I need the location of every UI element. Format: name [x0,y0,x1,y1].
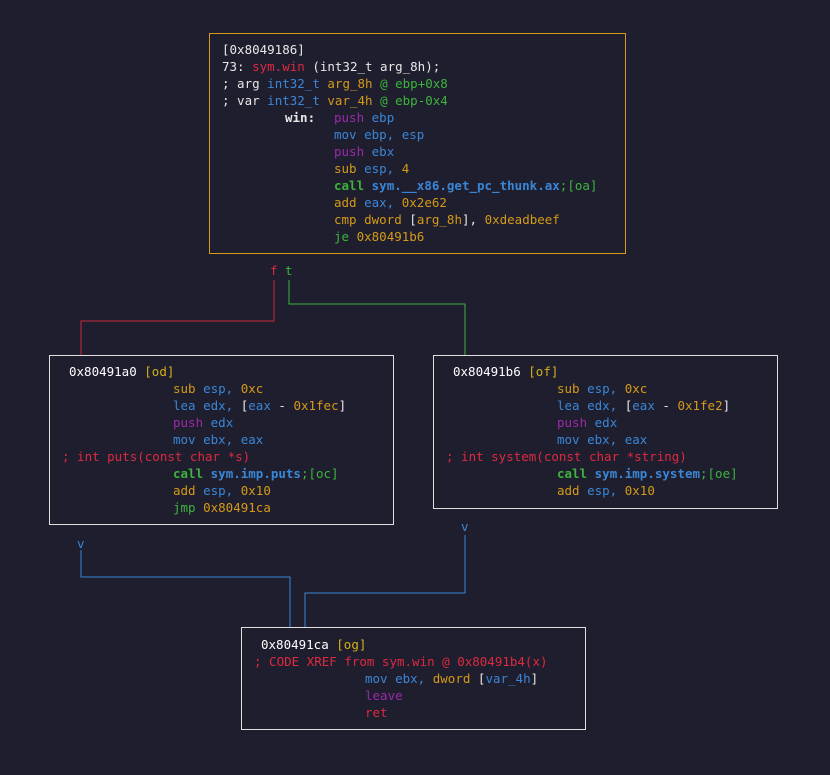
false-edge [80,280,275,356]
block-header: 0x80491b6 [of] [453,364,559,379]
instruction: lea edx, [eax - 0x1fe2] [557,398,731,413]
instruction: mov ebx, eax [557,432,648,447]
block-og[interactable]: 0x80491ca [og] ; CODE XREF from sym.win … [241,627,586,730]
function-label: win: [285,110,316,125]
instruction: mov ebx, eax [173,432,264,447]
jump-edge-left-label: v [77,536,85,551]
instruction: push ebp [334,110,395,125]
entry-header: [0x8049186] [222,42,305,57]
instruction: call sym.imp.system;[oe] [557,466,738,481]
var-declaration: ; var int32_t var_4h @ ebp-0x4 [222,93,448,108]
jump-edge-right-label: v [461,519,469,534]
jump-edge-right [304,535,466,628]
block-of[interactable]: 0x80491b6 [of] sub esp, 0xc lea edx, [ea… [433,355,778,509]
block-od[interactable]: 0x80491a0 [od] sub esp, 0xc lea edx, [ea… [49,355,394,525]
arg-declaration: ; arg int32_t arg_8h @ ebp+0x8 [222,76,448,91]
instruction: mov ebp, esp [334,127,425,142]
instruction: cmp dword [arg_8h], 0xdeadbeef [334,212,560,227]
instruction: mov ebx, dword [var_4h] [365,671,539,686]
instruction: push edx [557,415,618,430]
instruction: lea edx, [eax - 0x1fec] [173,398,347,413]
instruction: add eax, 0x2e62 [334,195,447,210]
instruction: leave [365,688,403,703]
true-edge [288,280,466,356]
jump-edge-left [80,550,291,628]
instruction: sub esp, 4 [334,161,410,176]
instruction: add esp, 0x10 [557,483,655,498]
instruction: add esp, 0x10 [173,483,271,498]
instruction: sub esp, 0xc [557,381,648,396]
instruction: call sym.__x86.get_pc_thunk.ax;[oa] [334,178,598,193]
instruction: call sym.imp.puts;[oc] [173,466,339,481]
instruction: sub esp, 0xc [173,381,264,396]
function-signature: 73: sym.win (int32_t arg_8h); [222,59,441,74]
block-header: 0x80491a0 [od] [69,364,175,379]
instruction: push edx [173,415,234,430]
entry-block[interactable]: [0x8049186] 73: sym.win (int32_t arg_8h)… [209,33,626,254]
true-edge-label: t [285,263,293,278]
instruction: push ebx [334,144,395,159]
block-header: 0x80491ca [og] [261,637,367,652]
import-comment: ; int system(const char *string) [446,449,687,464]
xref-comment: ; CODE XREF from sym.win @ 0x80491b4(x) [254,654,548,669]
false-edge-label: f [270,263,278,278]
instruction: ret [365,705,388,720]
instruction: jmp 0x80491ca [173,500,271,515]
import-comment: ; int puts(const char *s) [62,449,251,464]
instruction: je 0x80491b6 [334,229,425,244]
